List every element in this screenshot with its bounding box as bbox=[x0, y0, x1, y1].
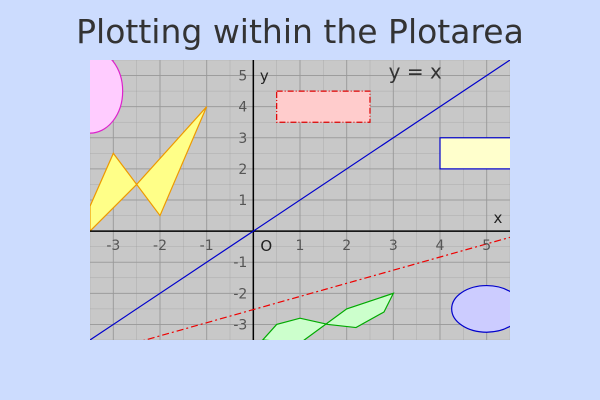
y-axis-label: y bbox=[260, 67, 269, 85]
x-tick-label: -3 bbox=[106, 238, 120, 254]
x-axis-label: x bbox=[494, 209, 503, 227]
y-tick-label: -1 bbox=[233, 255, 247, 271]
rect-shape bbox=[276, 90, 371, 123]
ellipse-shape bbox=[451, 284, 510, 333]
y-tick-label: 4 bbox=[238, 100, 247, 116]
series-line bbox=[90, 60, 510, 340]
rect-shape bbox=[439, 137, 510, 170]
chart-title: Plotting within the Plotarea bbox=[76, 12, 524, 51]
origin-label: O bbox=[260, 237, 272, 255]
x-tick-label: 3 bbox=[389, 238, 398, 254]
line-annotation: y = x bbox=[389, 60, 442, 84]
polygon-shape bbox=[90, 106, 208, 232]
y-tick-label: 2 bbox=[238, 162, 247, 178]
y-tick-label: -3 bbox=[233, 317, 247, 333]
x-tick-label: -1 bbox=[200, 238, 214, 254]
dashed-series-line bbox=[143, 236, 510, 340]
ellipse-shape bbox=[90, 60, 124, 134]
y-tick-label: 3 bbox=[238, 131, 247, 147]
y-tick-label: 1 bbox=[238, 193, 247, 209]
x-tick-label: 4 bbox=[436, 238, 445, 254]
x-tick-label: 2 bbox=[342, 238, 351, 254]
x-tick-label: 5 bbox=[482, 238, 491, 254]
wave-shape bbox=[261, 292, 395, 340]
x-tick-label: -2 bbox=[153, 238, 167, 254]
y-tick-label: -2 bbox=[233, 286, 247, 302]
x-tick-label: 1 bbox=[296, 238, 305, 254]
y-tick-label: 5 bbox=[238, 69, 247, 85]
